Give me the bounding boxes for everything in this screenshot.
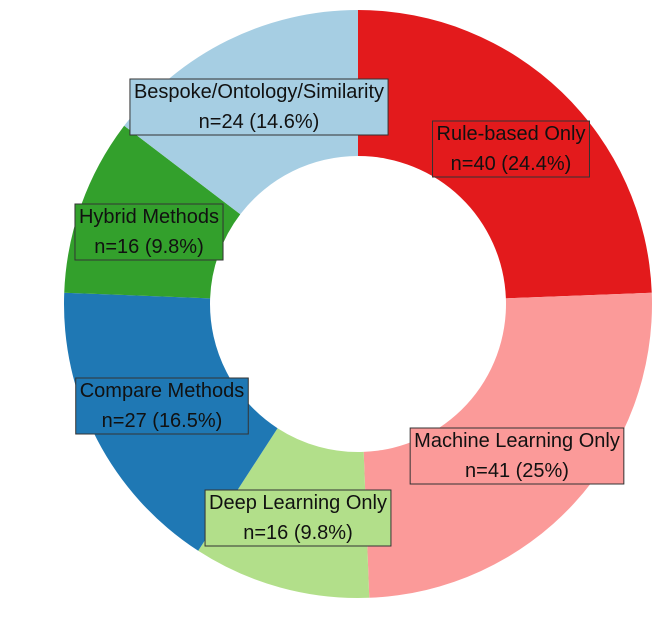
slice-labels: Rule-based Only n=40 (24.4%) Machine Learn… (74, 78, 625, 547)
slice-label-name: Compare Methods (80, 380, 245, 402)
slice-label-name: Hybrid Methods (79, 206, 219, 228)
slice-label-box: Hybrid Methods n=16 (9.8%) (74, 203, 224, 261)
slice-label-count: n=16 (9.8%) (243, 522, 353, 544)
slice-label-box: Deep Learning Only n=16 (9.8%) (204, 489, 392, 547)
label-box-bg (75, 377, 249, 435)
label-box-bg (432, 120, 590, 178)
slice-label-box: Compare Methods n=27 (16.5%) (75, 377, 249, 435)
slice-label-box: Machine Learning Only n=41 (25%) (409, 427, 625, 485)
label-box-bg (204, 489, 392, 547)
slice-label-name: Rule-based Only (437, 123, 586, 145)
slice-label-name: Machine Learning Only (414, 430, 620, 452)
slice-label-box: Rule-based Only n=40 (24.4%) (432, 120, 590, 178)
slice-label-count: n=41 (25%) (465, 460, 569, 482)
label-box-bg (409, 427, 625, 485)
slice-label-box: Bespoke/Ontology/Similarity n=24 (14.6%) (129, 78, 389, 136)
slice-label-name: Bespoke/Ontology/Similarity (134, 81, 384, 103)
label-box-bg (129, 78, 389, 136)
slice-label-count: n=24 (14.6%) (199, 111, 320, 133)
slice-label-name: Deep Learning Only (209, 492, 387, 514)
slice-label-count: n=16 (9.8%) (94, 236, 204, 258)
slice-label-count: n=27 (16.5%) (102, 410, 223, 432)
slice-label-count: n=40 (24.4%) (451, 153, 572, 175)
label-box-bg (74, 203, 224, 261)
